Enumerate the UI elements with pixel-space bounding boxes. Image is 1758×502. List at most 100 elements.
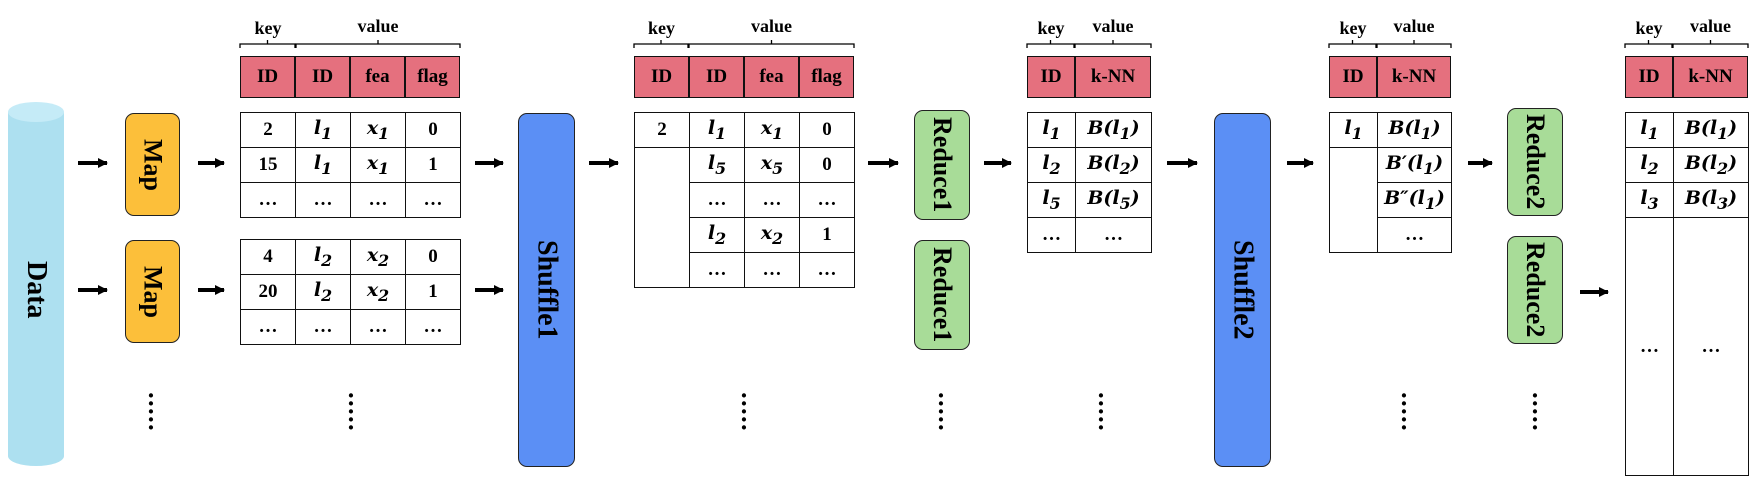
map-label-1: Map — [138, 138, 168, 191]
key-label-5: key — [1635, 18, 1663, 38]
table-row: … … — [1027, 217, 1152, 253]
table-cell: 4 — [240, 239, 296, 275]
reduce1-box-2: Reduce1 — [914, 240, 970, 350]
table-cell: 2 — [634, 112, 690, 148]
continuation-dots: ····· — [739, 381, 749, 442]
table-cell: B(l1) — [1377, 112, 1452, 148]
reduce2-box-1: Reduce2 — [1507, 108, 1563, 216]
table-cell: … — [350, 182, 406, 218]
kv-bracket — [633, 40, 689, 48]
header-flag: flag — [799, 56, 854, 98]
map-output-table-1: 2 l1 x1 0 15 l1 x1 1 … … … … — [240, 112, 461, 218]
continuation-dots: ····· — [936, 381, 946, 442]
table-cell: l1 — [295, 112, 351, 148]
header-id: ID — [1625, 56, 1673, 98]
value-label-4: value — [1393, 16, 1435, 36]
shuffle2-box: Shuffle2 — [1214, 113, 1271, 467]
value-label-2: value — [750, 16, 792, 36]
key-label-1: key — [254, 18, 282, 38]
reduce1-label-2: Reduce1 — [928, 247, 957, 343]
sym-l: l — [313, 117, 322, 140]
continuation-dots: ····· — [1096, 381, 1106, 442]
table-row: 2 l1 x1 0 — [634, 112, 855, 148]
table-row: B′(l1) — [1329, 147, 1452, 183]
kv-bracket — [239, 40, 296, 48]
table-cell: l2 — [689, 217, 745, 253]
table-cell: l1 — [1625, 112, 1674, 148]
map-output-table-2: 4 l2 x2 0 20 l2 x2 1 … … … … — [240, 239, 461, 345]
table-cell: x5 — [744, 147, 800, 183]
kv-bracket — [688, 40, 855, 48]
table-cell: l1 — [689, 112, 745, 148]
continuation-dots: ····· — [346, 381, 356, 442]
table-cell — [634, 182, 690, 218]
table-cell: … — [1377, 217, 1452, 253]
table-cell: 0 — [799, 112, 855, 148]
header-id: ID — [295, 56, 350, 98]
kv-bracket — [1672, 40, 1749, 48]
kv-bracket — [1074, 40, 1152, 48]
table-cell: … — [799, 252, 855, 288]
key-label-3: key — [1037, 18, 1065, 38]
data-label-wrap: Data — [6, 120, 66, 460]
map-box-1: Map — [125, 113, 180, 216]
final-output-table: l1 B(l1) l2 B(l2) l3 B(l3) … … — [1625, 112, 1749, 476]
table-cell: B(l1) — [1673, 112, 1749, 148]
value-label-3: value — [1092, 16, 1134, 36]
header-fea: fea — [350, 56, 405, 98]
table-cell: … — [1673, 217, 1749, 476]
table-row: … — [1329, 217, 1452, 253]
header-id: ID — [1329, 56, 1377, 98]
kv-bracket — [1376, 40, 1452, 48]
shuffle1-box: Shuffle1 — [518, 113, 575, 467]
table-cell: … — [240, 309, 296, 345]
table-cell: … — [405, 182, 461, 218]
table-row: l1 B(l1) — [1625, 112, 1749, 148]
reduce2-label-2: Reduce2 — [1521, 242, 1550, 338]
table-cell: … — [744, 182, 800, 218]
table-cell: … — [295, 309, 351, 345]
reduce1-box-1: Reduce1 — [914, 110, 970, 220]
table-cell: … — [350, 309, 406, 345]
table-cell: l5 — [1027, 182, 1076, 218]
table-cell: … — [1027, 217, 1076, 253]
kv-bracket — [1026, 40, 1075, 48]
reduce2-box-2: Reduce2 — [1507, 236, 1563, 344]
kv-bracket — [1624, 40, 1673, 48]
kv-bracket — [295, 40, 461, 48]
table-cell: x1 — [350, 147, 406, 183]
header-knn: k-NN — [1377, 56, 1451, 98]
header-id: ID — [1027, 56, 1075, 98]
header-fea: fea — [744, 56, 799, 98]
header-knn: k-NN — [1673, 56, 1748, 98]
header-id: ID — [634, 56, 689, 98]
table-cell: 1 — [799, 217, 855, 253]
table-cell: l5 — [689, 147, 745, 183]
table-cell — [634, 147, 690, 183]
table-row: … … … … — [240, 182, 461, 218]
key-label-2: key — [648, 18, 675, 38]
table-cell: 0 — [799, 147, 855, 183]
table-cell: B′(l1) — [1377, 147, 1452, 183]
data-cylinder — [8, 102, 64, 466]
continuation-dots: ····· — [1399, 381, 1409, 442]
reduce1-label-1: Reduce1 — [928, 117, 957, 213]
table-row: … … — [1625, 217, 1749, 476]
table-cell: … — [1075, 217, 1152, 253]
map-box-2: Map — [125, 240, 180, 343]
table-cell: … — [405, 309, 461, 345]
table-row: 4 l2 x2 0 — [240, 239, 461, 275]
table-cell: l1 — [1027, 112, 1076, 148]
table-cell: 1 — [405, 147, 461, 183]
table-row: … … … — [634, 252, 855, 288]
header-flag: flag — [405, 56, 460, 98]
table-cell: 0 — [405, 112, 461, 148]
table-row: l2 B(l2) — [1027, 147, 1152, 183]
table-cell — [634, 217, 690, 253]
table-cell: B(l2) — [1075, 147, 1152, 183]
continuation-dots: ····· — [146, 381, 156, 442]
table-cell — [1329, 147, 1378, 183]
table-row: … … … … — [240, 309, 461, 345]
table-row: l5 x5 0 — [634, 147, 855, 183]
